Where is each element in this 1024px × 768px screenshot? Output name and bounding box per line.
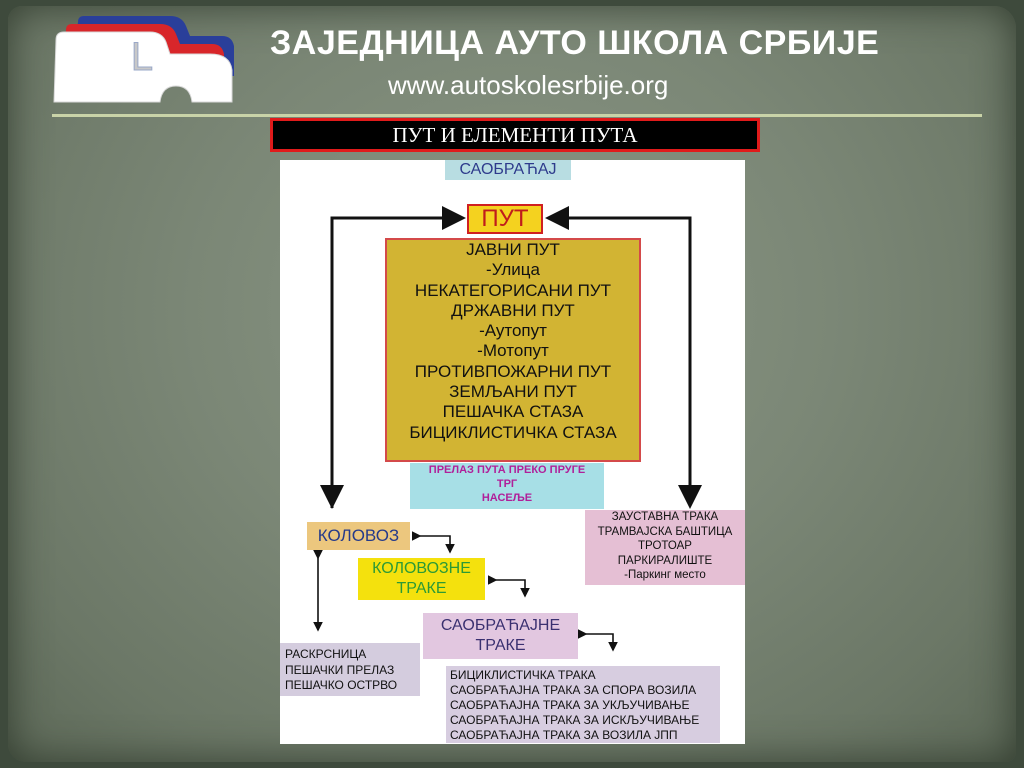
traffic-lanes-box: САОБРАЋАЈНЕ ТРАКЕ [423, 613, 578, 659]
carriageway-lanes-line: ТРАКЕ [396, 580, 447, 597]
arrow-road-to-roadside [545, 206, 692, 506]
road-elements-diagram: САОБРАЋАЈ ПУТ ЈАВНИ ПУТ -Улица НЕКАТЕГОР… [280, 160, 745, 744]
arrow-elbow-1 [412, 531, 455, 554]
road-type-item: ДРЖАВНИ ПУТ [451, 300, 575, 320]
road-type-item: ПЕШАЧКА СТАЗА [442, 402, 584, 422]
carriageway-box: КОЛОВОЗ [307, 522, 410, 550]
roadside-box: ЗАУСТАВНА ТРАКА ТРАМВАЈСКА БАШТИЦА ТРОТО… [585, 510, 745, 585]
website-url[interactable]: www.autoskolesrbije.org [388, 70, 669, 100]
road-type-item: -Улица [486, 260, 540, 280]
arrow-elbow-2 [488, 575, 530, 598]
intersection-item: РАСКРСНИЦА [285, 647, 367, 661]
road-type-item: НЕКАТЕГОРИСАНИ ПУТ [414, 280, 612, 300]
intersection-item: ПЕШАЧКО ОСТРВО [285, 678, 398, 692]
road-type-item: БИЦИКЛИСТИЧКА СТАЗА [409, 422, 617, 442]
section-banner: ПУТ И ЕЛЕМЕНТИ ПУТА [270, 118, 760, 152]
arrow-elbow-3 [578, 629, 618, 652]
intersection-box: РАСКРСНИЦА ПЕШАЧКИ ПРЕЛАЗ ПЕШАЧКО ОСТРВО [280, 643, 420, 696]
traffic-lanes-line: ТРАКЕ [475, 637, 526, 654]
roadside-item: ПАРКИРАЛИШТЕ [617, 554, 713, 567]
traffic-lanes-line: САОБРАЋАЈНЕ [440, 617, 561, 634]
road-type-item: -Аутопут [479, 321, 547, 341]
traffic-label: САОБРАЋАЈ [445, 160, 571, 180]
logo-letter: L [131, 35, 153, 79]
road-type-item: -Мотопут [477, 341, 549, 361]
arrow-road-to-carriageway [330, 206, 466, 508]
roadside-item: ЗАУСТАВНА ТРАКА [611, 511, 719, 523]
lane-types-box: БИЦИКЛИСТИЧКА ТРАКА САОБРАЋАЈНА ТРАКА ЗА… [446, 666, 720, 743]
page-title: ЗАЈЕДНИЦА АУТО ШКОЛА СРБИЈЕ [270, 24, 880, 62]
crossing-item: ТРГ [496, 478, 518, 490]
roadside-item: ТРОТОАР [638, 540, 692, 552]
road-types-box: ЈАВНИ ПУТ -Улица НЕКАТЕГОРИСАНИ ПУТ ДРЖА… [385, 238, 641, 462]
intersection-item: ПЕШАЧКИ ПРЕЛАЗ [285, 662, 395, 677]
carriageway-lanes-box: КОЛОВОЗНЕ ТРАКЕ [358, 558, 485, 600]
road-type-item: ЈАВНИ ПУТ [466, 240, 560, 259]
lane-type-item: САОБРАЋАЈНА ТРАКА ЗА ВОЗИЛА ЈПП [450, 728, 678, 742]
connector-arrows [313, 206, 702, 652]
lane-type-item: БИЦИКЛИСТИЧКА ТРАКА [450, 668, 596, 682]
carriageway-lanes-line: КОЛОВОЗНЕ [372, 560, 471, 577]
header-divider [52, 114, 982, 117]
crossing-item: НАСЕЉЕ [481, 492, 533, 504]
road-type-item: ЗЕМЉАНИ ПУТ [449, 382, 577, 402]
school-logo: L [53, 16, 234, 103]
lane-type-item: САОБРАЋАЈНА ТРАКА ЗА СПОРА ВОЗИЛА [450, 683, 697, 697]
roadside-item: ТРАМВАЈСКА БАШТИЦА [597, 525, 733, 538]
road-type-item: ПРОТИВПОЖАРНИ ПУТ [414, 361, 612, 381]
road-box: ПУТ [467, 204, 543, 234]
lane-type-item: САОБРАЋАЈНА ТРАКА ЗА ИСКЉУЧИВАЊЕ [450, 713, 700, 727]
crossing-box: ПРЕЛАЗ ПУТА ПРЕКО ПРУГЕ ТРГ НАСЕЉЕ [410, 463, 604, 509]
crossing-item: ПРЕЛАЗ ПУТА ПРЕКО ПРУГЕ [428, 464, 586, 476]
roadside-item: -Паркинг место [624, 569, 706, 581]
lane-type-item: САОБРАЋАЈНА ТРАКА ЗА УКЉУЧИВАЊЕ [450, 698, 690, 712]
